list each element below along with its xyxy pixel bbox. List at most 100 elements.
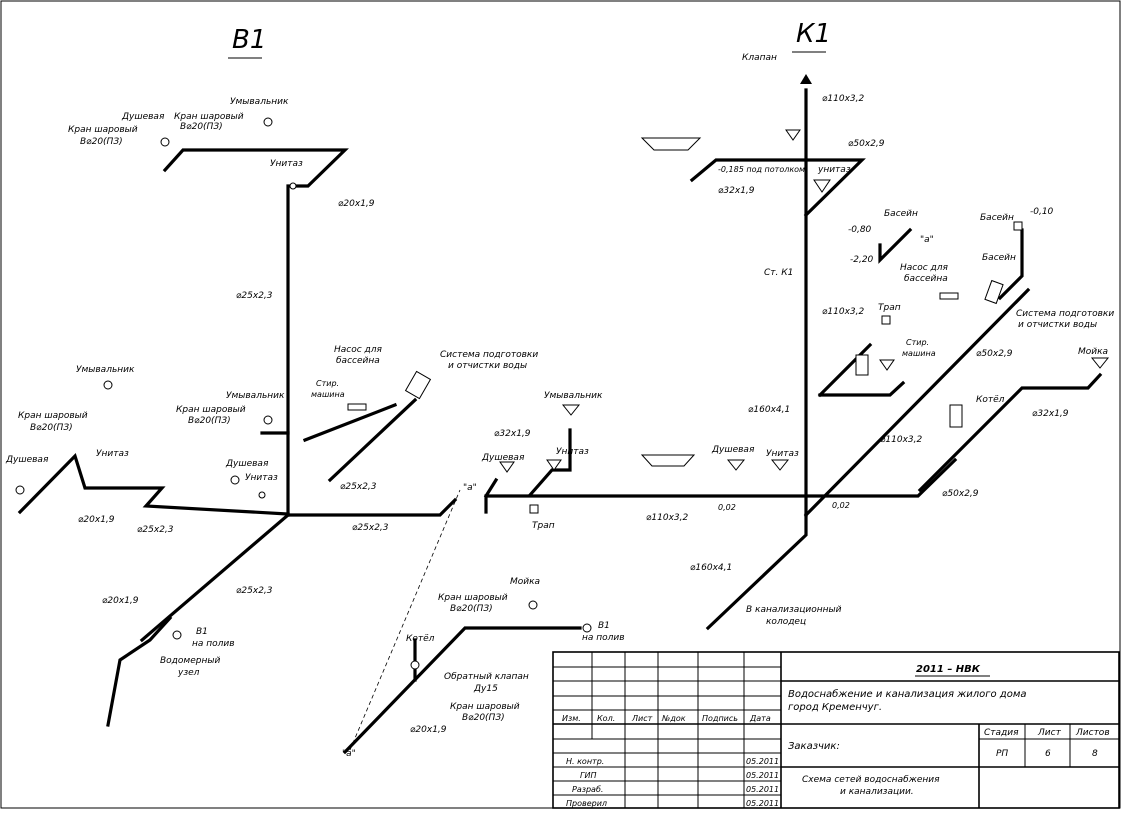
pipe-sewer-sink-branch (917, 372, 1103, 493)
pipe-water-to-treatment (327, 397, 418, 483)
water-meter-icon (172, 630, 182, 640)
header-sign: Подпись (702, 714, 738, 723)
trap-grate-icon (529, 504, 539, 514)
shower-tap-icon (15, 485, 25, 495)
pipe-water-lower-branch (342, 626, 582, 755)
pump-icon (347, 403, 367, 411)
role-gip: ГИП (580, 771, 596, 780)
label-level-080: -0,80 (848, 225, 872, 235)
label-toilet-mid: Унитаз (245, 473, 278, 483)
label-note-floor: -0,185 под потолком (718, 165, 805, 174)
pipe-sewer-trap-branch (817, 342, 873, 398)
label-ball-valve-mid: Кран шаровый (176, 405, 246, 415)
label-d25-mid: ⌀25х2,3 (340, 482, 377, 492)
label-washer-l1: Стир. (316, 379, 339, 388)
label-treatment-sewer-l1: Система подготовки (1016, 309, 1114, 319)
label-toilet-sewer2: Унитаз (766, 449, 799, 459)
water-labels: Умывальник Кран шаровый В⌀20(ПЗ) Душевая… (5, 97, 625, 759)
label-d32-top: ⌀32х1,9 (718, 186, 755, 196)
label-ball-valve-lower: Кран шаровый (438, 593, 508, 603)
pipe-sewer-shower (483, 477, 499, 499)
label-treatment-l1: Система подготовки (440, 350, 538, 360)
label-boiler-sewer: Котёл (976, 395, 1005, 405)
label-sink-lower: Мойка (510, 577, 540, 587)
label-valve: Клапан (742, 53, 777, 63)
funnel-icon-toilet (813, 179, 831, 193)
label-d20-meter: ⌀20х1,9 (102, 596, 139, 606)
role-checker: Проверил (566, 799, 607, 808)
sheets-value: 8 (1092, 749, 1098, 759)
title-block-frame (552, 651, 1120, 809)
system-title-water: В1 (232, 25, 266, 55)
label-pump-sewer-l1: Насос для (900, 263, 949, 273)
doc-code: 2011 – НВК (916, 664, 981, 675)
funnel-icon-toilet3 (770, 459, 790, 471)
header-list: Лист (631, 714, 653, 723)
pipe-water-to-node-a (286, 497, 458, 517)
label-d50-lower: ⌀50х2,9 (942, 489, 979, 499)
label-outlet-l2: колодец (766, 617, 806, 627)
toilet-valve-icon-mid (258, 491, 266, 499)
sheet-header: Лист (1037, 728, 1062, 738)
label-d50-top: ⌀50х2,9 (848, 139, 885, 149)
pipe-sewer-right-diagonal (803, 287, 1031, 518)
funnel-icon-trap2 (879, 359, 895, 371)
pipe-sewer-top-branch (689, 158, 866, 218)
customer-label: Заказчик: (788, 741, 840, 752)
date-row-4: 05.2011 (746, 799, 779, 808)
role-developer: Разраб. (572, 785, 603, 794)
label-node-a-top: "а" (463, 483, 477, 493)
header-kol: Кол. (597, 714, 615, 723)
sewer-labels: Клапан ⌀110х3,2 ⌀50х2,9 -0,185 под потол… (481, 53, 1114, 627)
valve-cap-icon (800, 74, 812, 84)
pipe-sewer-horizontal (484, 457, 958, 514)
shower-tap-icon-mid (230, 475, 240, 485)
label-ball-valve-spec-left: В⌀20(ПЗ) (80, 137, 123, 147)
label-node-a-bottom: "а" (342, 749, 356, 759)
label-toilet-sewer: Унитаз (556, 447, 589, 457)
washbasin-tap-icon-left (103, 380, 113, 390)
label-washbasin-sewer: Умывальник (544, 391, 603, 401)
label-d25-left: ⌀25х2,3 (137, 525, 174, 535)
label-shower-sewer2: Душевая (711, 445, 755, 455)
header-date: Дата (749, 714, 771, 723)
label-trap-lower: Трап (532, 521, 555, 531)
label-meter-l2: узел (177, 668, 200, 678)
label-d20-top: ⌀20х1,9 (338, 199, 375, 209)
label-level-010: -0,10 (1030, 207, 1054, 217)
boiler-unit-icon (949, 404, 963, 428)
label-check-valve-l1: Обратный клапан (444, 672, 529, 682)
label-boiler-lower: Котёл (406, 634, 435, 644)
label-washbasin-top: Умывальник (230, 97, 289, 107)
treatment-unit-icon (404, 370, 432, 400)
funnel-icon-washbasin (561, 404, 581, 416)
label-irrigation-lower: на полив (582, 633, 625, 643)
pipe-water-to-washer (302, 402, 398, 443)
pipe-sewer-washbasin (527, 428, 572, 498)
label-treatment-l2: и отчистки воды (448, 361, 527, 371)
funnel-icon-shower2 (726, 459, 746, 471)
label-treatment-sewer-l2: и отчистки воды (1018, 320, 1097, 330)
label-washer-l2: машина (311, 390, 345, 399)
label-irrigation-meter: на полив (192, 639, 235, 649)
label-d20-bottom: ⌀20х1,9 (410, 725, 447, 735)
label-d32-left: ⌀32х1,9 (494, 429, 531, 439)
label-washer-sewer-l2: машина (902, 349, 936, 358)
label-meter-l1: Водомерный (160, 656, 220, 666)
label-d110-lower: ⌀110х3,2 (646, 513, 689, 523)
label-shower-mid: Душевая (225, 459, 269, 469)
label-ball-valve-spec-left2: В⌀20(ПЗ) (30, 423, 73, 433)
pump-icon-sewer (939, 292, 959, 300)
label-pump-sewer-l2: бассейна (904, 274, 948, 284)
label-toilet-left: Унитаз (96, 449, 129, 459)
pipe-sewer-pool (997, 228, 1024, 301)
label-pump-l1: Насос для (334, 345, 383, 355)
sheet-title-l2: и канализации. (840, 787, 914, 797)
label-v1-lower: В1 (598, 621, 610, 631)
label-pump-l2: бассейна (336, 356, 380, 366)
label-shower-top: Душевая (121, 112, 165, 122)
bathtub-icon-top (640, 137, 702, 151)
pipe-sewer-outlet (705, 513, 808, 631)
